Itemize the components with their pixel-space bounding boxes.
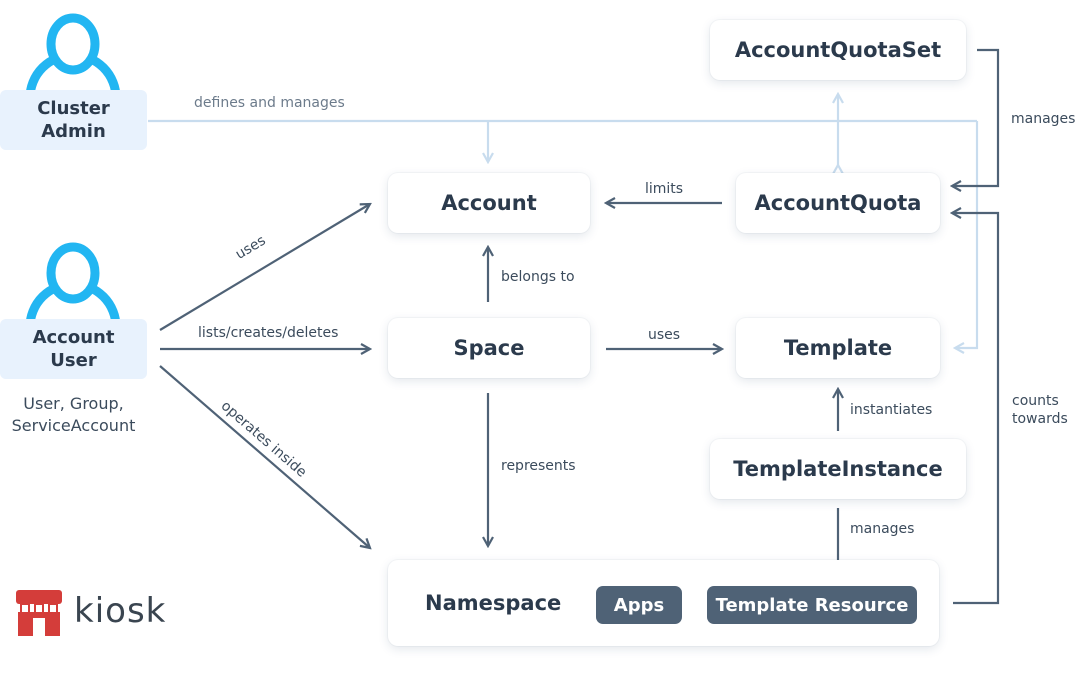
person-icon — [25, 13, 121, 103]
label-defines-and-manages: defines and manages — [194, 95, 345, 111]
kiosk-logo-text: kiosk — [74, 591, 167, 631]
node-account-quota-set: AccountQuotaSet — [710, 20, 966, 80]
person-icon — [25, 242, 121, 332]
kiosk-logo-icon — [16, 590, 62, 636]
label-manages-quota: manages — [1011, 111, 1076, 127]
label-limits: limits — [645, 181, 684, 197]
edge-manages-quota — [952, 48, 1000, 186]
edge-user-uses-account — [159, 204, 370, 331]
node-namespace-label: Namespace — [425, 591, 562, 615]
node-account-quota: AccountQuota — [736, 173, 940, 233]
label-belongs-to: belongs to — [501, 269, 575, 285]
node-apps: Apps — [596, 586, 682, 624]
label-instantiates: instantiates — [850, 402, 933, 418]
cluster-admin-label: Cluster Admin — [0, 90, 147, 150]
node-account: Account — [388, 173, 590, 233]
label-represents: represents — [501, 458, 576, 474]
account-user-label: Account User — [0, 319, 147, 379]
node-template: Template — [736, 318, 940, 378]
label-manages-resource: manages — [850, 521, 915, 537]
edge-defines-template — [955, 121, 979, 348]
label-uses-template: uses — [648, 327, 681, 343]
node-template-instance: TemplateInstance — [710, 439, 966, 499]
node-space: Space — [388, 318, 590, 378]
node-template-resource: Template Resource — [707, 586, 917, 624]
edge-user-operates-inside — [159, 365, 370, 548]
label-lists-creates-deletes: lists/creates/deletes — [198, 325, 339, 341]
edge-counts-towards — [952, 213, 1000, 605]
label-counts-towards: counts towards — [1012, 393, 1068, 427]
account-user-subtitle: User, Group, ServiceAccount — [11, 394, 136, 435]
